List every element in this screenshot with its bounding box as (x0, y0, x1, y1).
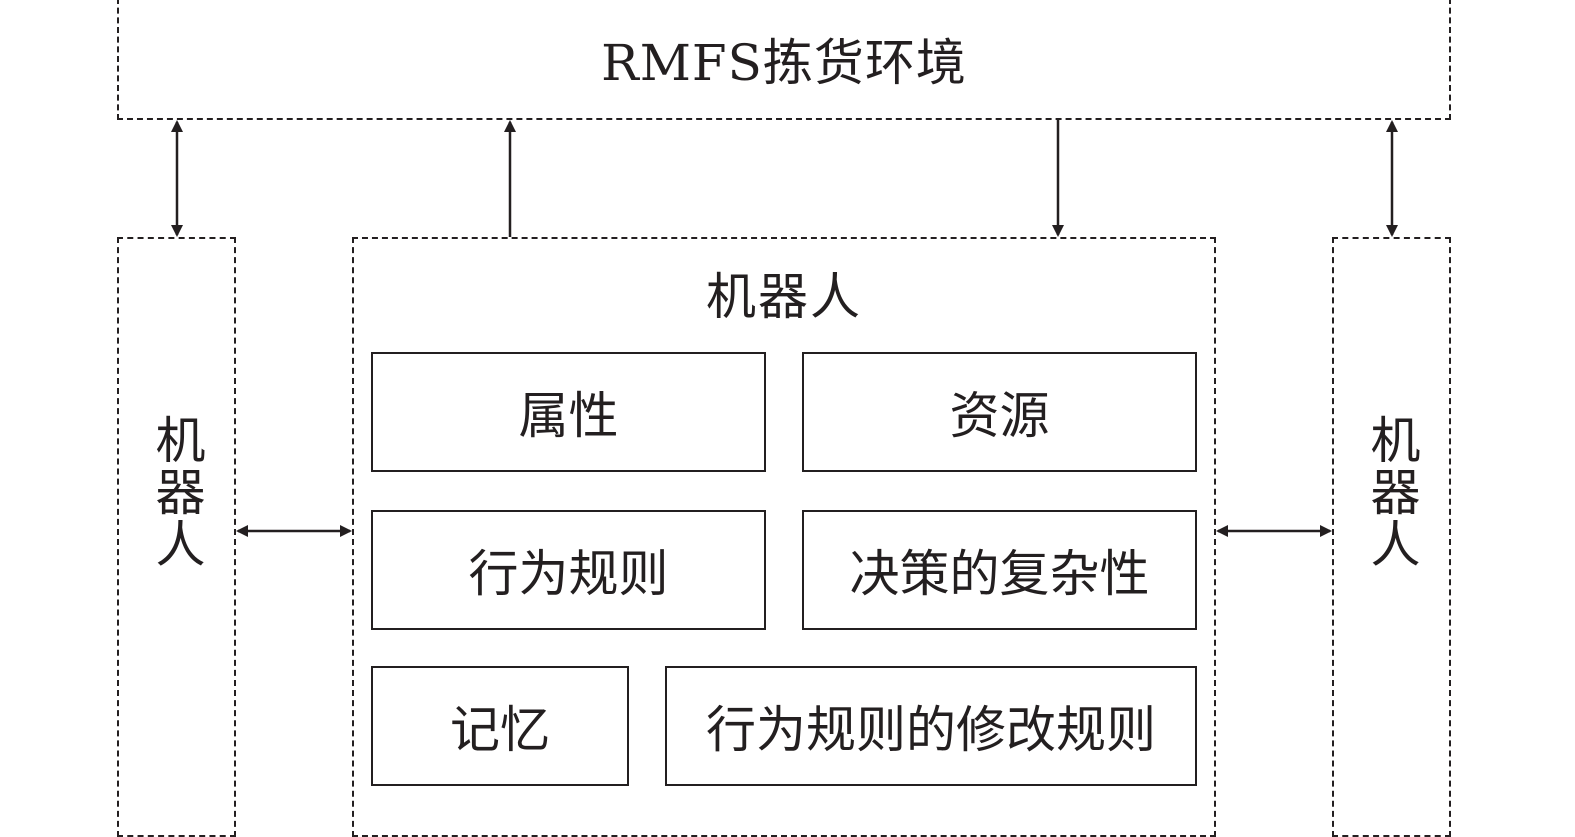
robot-main-title: 机器人 (706, 268, 862, 326)
module-memory: 记忆 (371, 666, 629, 786)
robot-left-label: 机器人 (147, 414, 206, 570)
module-rule-modification-label: 行为规则的修改规则 (706, 701, 1156, 759)
module-behavior-rules: 行为规则 (371, 510, 766, 630)
module-attributes: 属性 (371, 352, 766, 472)
robot-right-box: 机器人 (1332, 237, 1451, 837)
module-resources-label: 资源 (949, 387, 1050, 445)
module-rule-modification: 行为规则的修改规则 (665, 666, 1197, 786)
module-behavior-rules-label: 行为规则 (468, 545, 669, 603)
module-decision-complexity: 决策的复杂性 (802, 510, 1197, 630)
module-memory-label: 记忆 (450, 701, 550, 759)
environment-label: RMFS拣货环境 (601, 34, 967, 92)
robot-left-box: 机器人 (117, 237, 236, 837)
module-decision-complexity-label: 决策的复杂性 (849, 545, 1150, 603)
robot-right-label: 机器人 (1362, 414, 1421, 570)
environment-box: RMFS拣货环境 (117, 0, 1451, 120)
module-attributes-label: 属性 (518, 387, 619, 445)
module-resources: 资源 (802, 352, 1197, 472)
